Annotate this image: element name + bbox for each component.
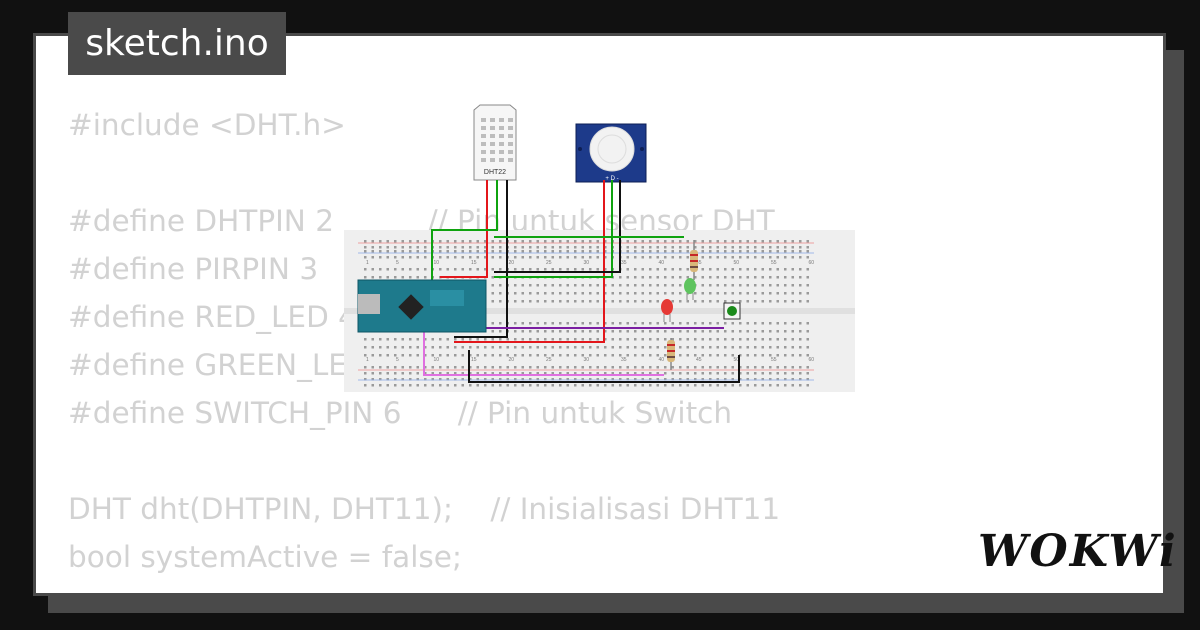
breadboard-number: 40 xyxy=(659,260,665,266)
resistor-top xyxy=(690,240,698,280)
breadboard-number: 55 xyxy=(771,357,777,363)
code-line-4: #define PIRPIN 3 xyxy=(68,252,319,286)
filename-tab: sketch.ino xyxy=(68,12,286,75)
breadboard-number: 25 xyxy=(546,357,552,363)
wire-red-pir xyxy=(454,180,605,343)
code-line-5: #define RED_LED 4 xyxy=(68,300,357,334)
red-led xyxy=(661,299,673,322)
dht22-label: DHT22 xyxy=(484,169,506,176)
breadboard-number: 15 xyxy=(471,260,477,266)
pir-sensor: + D - xyxy=(575,123,647,183)
code-line-10: bool systemActive = false; xyxy=(68,540,462,574)
wire-black-bottom xyxy=(468,350,740,383)
dht22-sensor: DHT22 xyxy=(473,104,517,181)
wokwi-logo: WOKWi xyxy=(978,526,1178,577)
breadboard-number: 30 xyxy=(584,260,590,266)
breadboard-number: 35 xyxy=(621,357,627,363)
breadboard-number: 45 xyxy=(696,260,702,266)
breadboard-number: 10 xyxy=(434,260,440,266)
wire-red-dht xyxy=(440,180,488,278)
breadboard-number: 10 xyxy=(434,357,440,363)
push-button xyxy=(723,302,741,320)
code-line-6: #define GREEN_LE xyxy=(68,348,347,382)
pir-pins-label: + D - xyxy=(605,176,618,182)
breadboard-number: 1 xyxy=(366,357,369,363)
wire-green-pir xyxy=(494,180,613,278)
breadboard-number: 35 xyxy=(621,260,627,266)
arduino-nano xyxy=(357,279,487,333)
wire-green-dht xyxy=(431,180,498,285)
breadboard-number: 30 xyxy=(584,357,590,363)
resistor-bottom xyxy=(667,338,675,370)
green-led xyxy=(684,278,696,300)
breadboard-number: 1 xyxy=(366,260,369,266)
wire-black-dht xyxy=(454,180,508,338)
code-line-1: #include <DHT.h> xyxy=(68,108,346,142)
breadboard-number: 45 xyxy=(696,357,702,363)
breadboard-number: 5 xyxy=(396,260,399,266)
wire-black-pir xyxy=(494,180,621,273)
breadboard-number: 15 xyxy=(471,357,477,363)
breadboard-number: 50 xyxy=(734,357,740,363)
breadboard-number: 5 xyxy=(396,357,399,363)
breadboard-number: 55 xyxy=(771,260,777,266)
breadboard-number: 40 xyxy=(659,357,665,363)
breadboard-number: 25 xyxy=(546,260,552,266)
breadboard-number: 60 xyxy=(809,357,815,363)
breadboard-number: 20 xyxy=(509,260,515,266)
code-line-7: #define SWITCH_PIN 6 // Pin untuk Switch xyxy=(68,396,733,430)
breadboard-number: 60 xyxy=(809,260,815,266)
breadboard-number: 20 xyxy=(509,357,515,363)
breadboard-number: 50 xyxy=(734,260,740,266)
code-line-9: DHT dht(DHTPIN, DHT11); // Inisialisasi … xyxy=(68,492,781,526)
